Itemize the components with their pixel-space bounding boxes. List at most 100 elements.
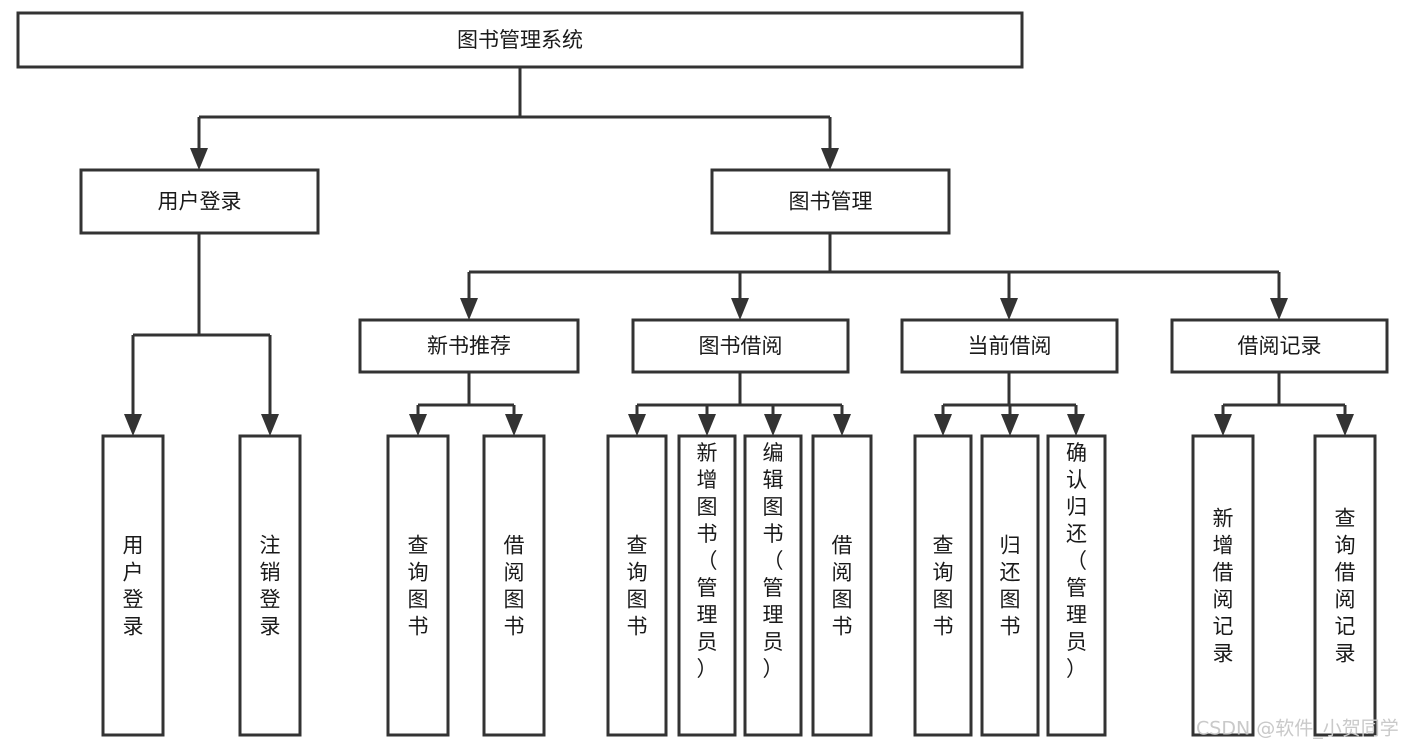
- node-leaf-query-book-current[interactable]: 查询图书: [913, 434, 973, 737]
- arrow-user-login-leaf-1: [261, 414, 279, 436]
- arrow-leaf-2-head: [628, 414, 646, 436]
- arrow-leaf-10-head: [1336, 414, 1354, 436]
- node-leaf-query-book-borrow[interactable]: 查询图书: [606, 434, 668, 737]
- arrow-leaf-8-head: [1067, 414, 1085, 436]
- node-leaf-query-book-recommend-box[interactable]: [386, 434, 450, 737]
- node-new-book-recommend[interactable]: 新书推荐: [358, 318, 580, 374]
- arrow-leaf-7: [1001, 414, 1019, 436]
- node-leaf-return-book-box[interactable]: [980, 434, 1040, 737]
- arrow-level1-1-head: [821, 148, 839, 170]
- arrow-leaf-9-head: [1214, 414, 1232, 436]
- node-leaf-add-borrow-record[interactable]: 新增借阅记录: [1191, 434, 1255, 737]
- arrow-leaf-3: [698, 414, 716, 436]
- node-leaf-add-borrow-record-label: 新增借阅记录: [1213, 507, 1234, 666]
- arrow-user-login-leaf-0: [124, 414, 142, 436]
- node-book-manage-box[interactable]: [710, 168, 951, 235]
- node-layer: 图书管理系统用户登录图书管理新书推荐图书借阅当前借阅借阅记录用户登录注销登录查询…: [16, 11, 1389, 737]
- arrow-leaf-4: [764, 414, 782, 436]
- node-borrow-record-box[interactable]: [1170, 318, 1389, 374]
- node-user-login-box[interactable]: [79, 168, 320, 235]
- arrow-level2-2: [1000, 298, 1018, 320]
- arrow-level2-3-head: [1270, 298, 1288, 320]
- arrow-level2-1-head: [731, 298, 749, 320]
- node-leaf-logout[interactable]: 注销登录: [238, 434, 302, 737]
- arrow-level1-0: [190, 148, 208, 170]
- node-root-box[interactable]: [16, 11, 1024, 69]
- node-book-manage[interactable]: 图书管理: [710, 168, 951, 235]
- node-leaf-query-book-recommend-label: 查询图书: [408, 534, 429, 639]
- node-leaf-confirm-return-label: 确认归还（管理员）: [1066, 441, 1087, 681]
- node-leaf-return-book-label: 归还图书: [1000, 534, 1021, 639]
- watermark-layer: CSDN @软件_小贺同学: [1196, 718, 1399, 740]
- arrow-leaf-5: [833, 414, 851, 436]
- node-book-borrow[interactable]: 图书借阅: [631, 318, 850, 374]
- node-new-book-recommend-box[interactable]: [358, 318, 580, 374]
- arrow-level2-3: [1270, 298, 1288, 320]
- node-leaf-user-login-label: 用户登录: [123, 534, 144, 639]
- node-leaf-query-book-current-box[interactable]: [913, 434, 973, 737]
- arrow-leaf-0: [409, 414, 427, 436]
- arrow-leaf-6-head: [934, 414, 952, 436]
- node-leaf-query-borrow-record[interactable]: 查询借阅记录: [1313, 434, 1377, 737]
- node-leaf-logout-label: 注销登录: [260, 534, 281, 639]
- arrow-leaf-8: [1067, 414, 1085, 436]
- arrow-level2-2-head: [1000, 298, 1018, 320]
- arrow-level2-1: [731, 298, 749, 320]
- node-leaf-query-book-borrow-box[interactable]: [606, 434, 668, 737]
- node-leaf-add-book[interactable]: 新增图书（管理员）: [677, 434, 737, 737]
- node-leaf-borrow-book[interactable]: 借阅图书: [811, 434, 873, 737]
- node-root-label: 图书管理系统: [457, 28, 583, 52]
- arrow-level2-0: [460, 298, 478, 320]
- node-leaf-logout-box[interactable]: [238, 434, 302, 737]
- arrow-leaf-0-head: [409, 414, 427, 436]
- node-leaf-borrow-book-recommend-box[interactable]: [482, 434, 546, 737]
- node-leaf-user-login[interactable]: 用户登录: [101, 434, 165, 737]
- node-borrow-record[interactable]: 借阅记录: [1170, 318, 1389, 374]
- arrow-level1-0-head: [190, 148, 208, 170]
- node-leaf-query-borrow-record-box[interactable]: [1313, 434, 1377, 737]
- node-leaf-edit-book-label: 编辑图书（管理员）: [763, 441, 784, 681]
- node-book-borrow-label: 图书借阅: [699, 334, 783, 358]
- connector-layer: [124, 67, 1354, 436]
- node-leaf-return-book[interactable]: 归还图书: [980, 434, 1040, 737]
- node-book-manage-label: 图书管理: [789, 190, 873, 214]
- arrow-leaf-4-head: [764, 414, 782, 436]
- node-user-login[interactable]: 用户登录: [79, 168, 320, 235]
- arrow-leaf-5-head: [833, 414, 851, 436]
- node-root[interactable]: 图书管理系统: [16, 11, 1024, 69]
- node-leaf-query-book-current-label: 查询图书: [933, 534, 954, 639]
- node-leaf-edit-book[interactable]: 编辑图书（管理员）: [743, 434, 803, 737]
- node-leaf-confirm-return-box[interactable]: [1046, 434, 1107, 737]
- node-leaf-query-book-recommend[interactable]: 查询图书: [386, 434, 450, 737]
- node-leaf-add-book-box[interactable]: [677, 434, 737, 737]
- node-leaf-borrow-book-box[interactable]: [811, 434, 873, 737]
- node-borrow-record-label: 借阅记录: [1238, 334, 1322, 358]
- node-leaf-borrow-book-label: 借阅图书: [832, 534, 853, 639]
- node-leaf-confirm-return[interactable]: 确认归还（管理员）: [1046, 434, 1107, 737]
- arrow-leaf-6: [934, 414, 952, 436]
- node-leaf-user-login-box[interactable]: [101, 434, 165, 737]
- node-book-borrow-box[interactable]: [631, 318, 850, 374]
- node-current-borrow[interactable]: 当前借阅: [900, 318, 1119, 374]
- node-leaf-edit-book-box[interactable]: [743, 434, 803, 737]
- arrow-leaf-3-head: [698, 414, 716, 436]
- csdn-watermark: CSDN @软件_小贺同学: [1196, 718, 1399, 740]
- arrow-user-login-leaf-1-head: [261, 414, 279, 436]
- node-leaf-add-borrow-record-box[interactable]: [1191, 434, 1255, 737]
- node-current-borrow-label: 当前借阅: [968, 334, 1052, 358]
- node-leaf-query-book-borrow-label: 查询图书: [627, 534, 648, 639]
- arrow-leaf-7-head: [1001, 414, 1019, 436]
- node-user-login-label: 用户登录: [158, 190, 242, 214]
- node-leaf-borrow-book-recommend-label: 借阅图书: [504, 534, 525, 639]
- arrow-leaf-1: [505, 414, 523, 436]
- arrow-leaf-1-head: [505, 414, 523, 436]
- node-leaf-add-book-label: 新增图书（管理员）: [697, 441, 718, 681]
- arrow-level1-1: [821, 148, 839, 170]
- arrow-leaf-9: [1214, 414, 1232, 436]
- node-leaf-borrow-book-recommend[interactable]: 借阅图书: [482, 434, 546, 737]
- node-leaf-query-borrow-record-label: 查询借阅记录: [1335, 507, 1356, 666]
- arrow-leaf-2: [628, 414, 646, 436]
- node-current-borrow-box[interactable]: [900, 318, 1119, 374]
- arrow-level2-0-head: [460, 298, 478, 320]
